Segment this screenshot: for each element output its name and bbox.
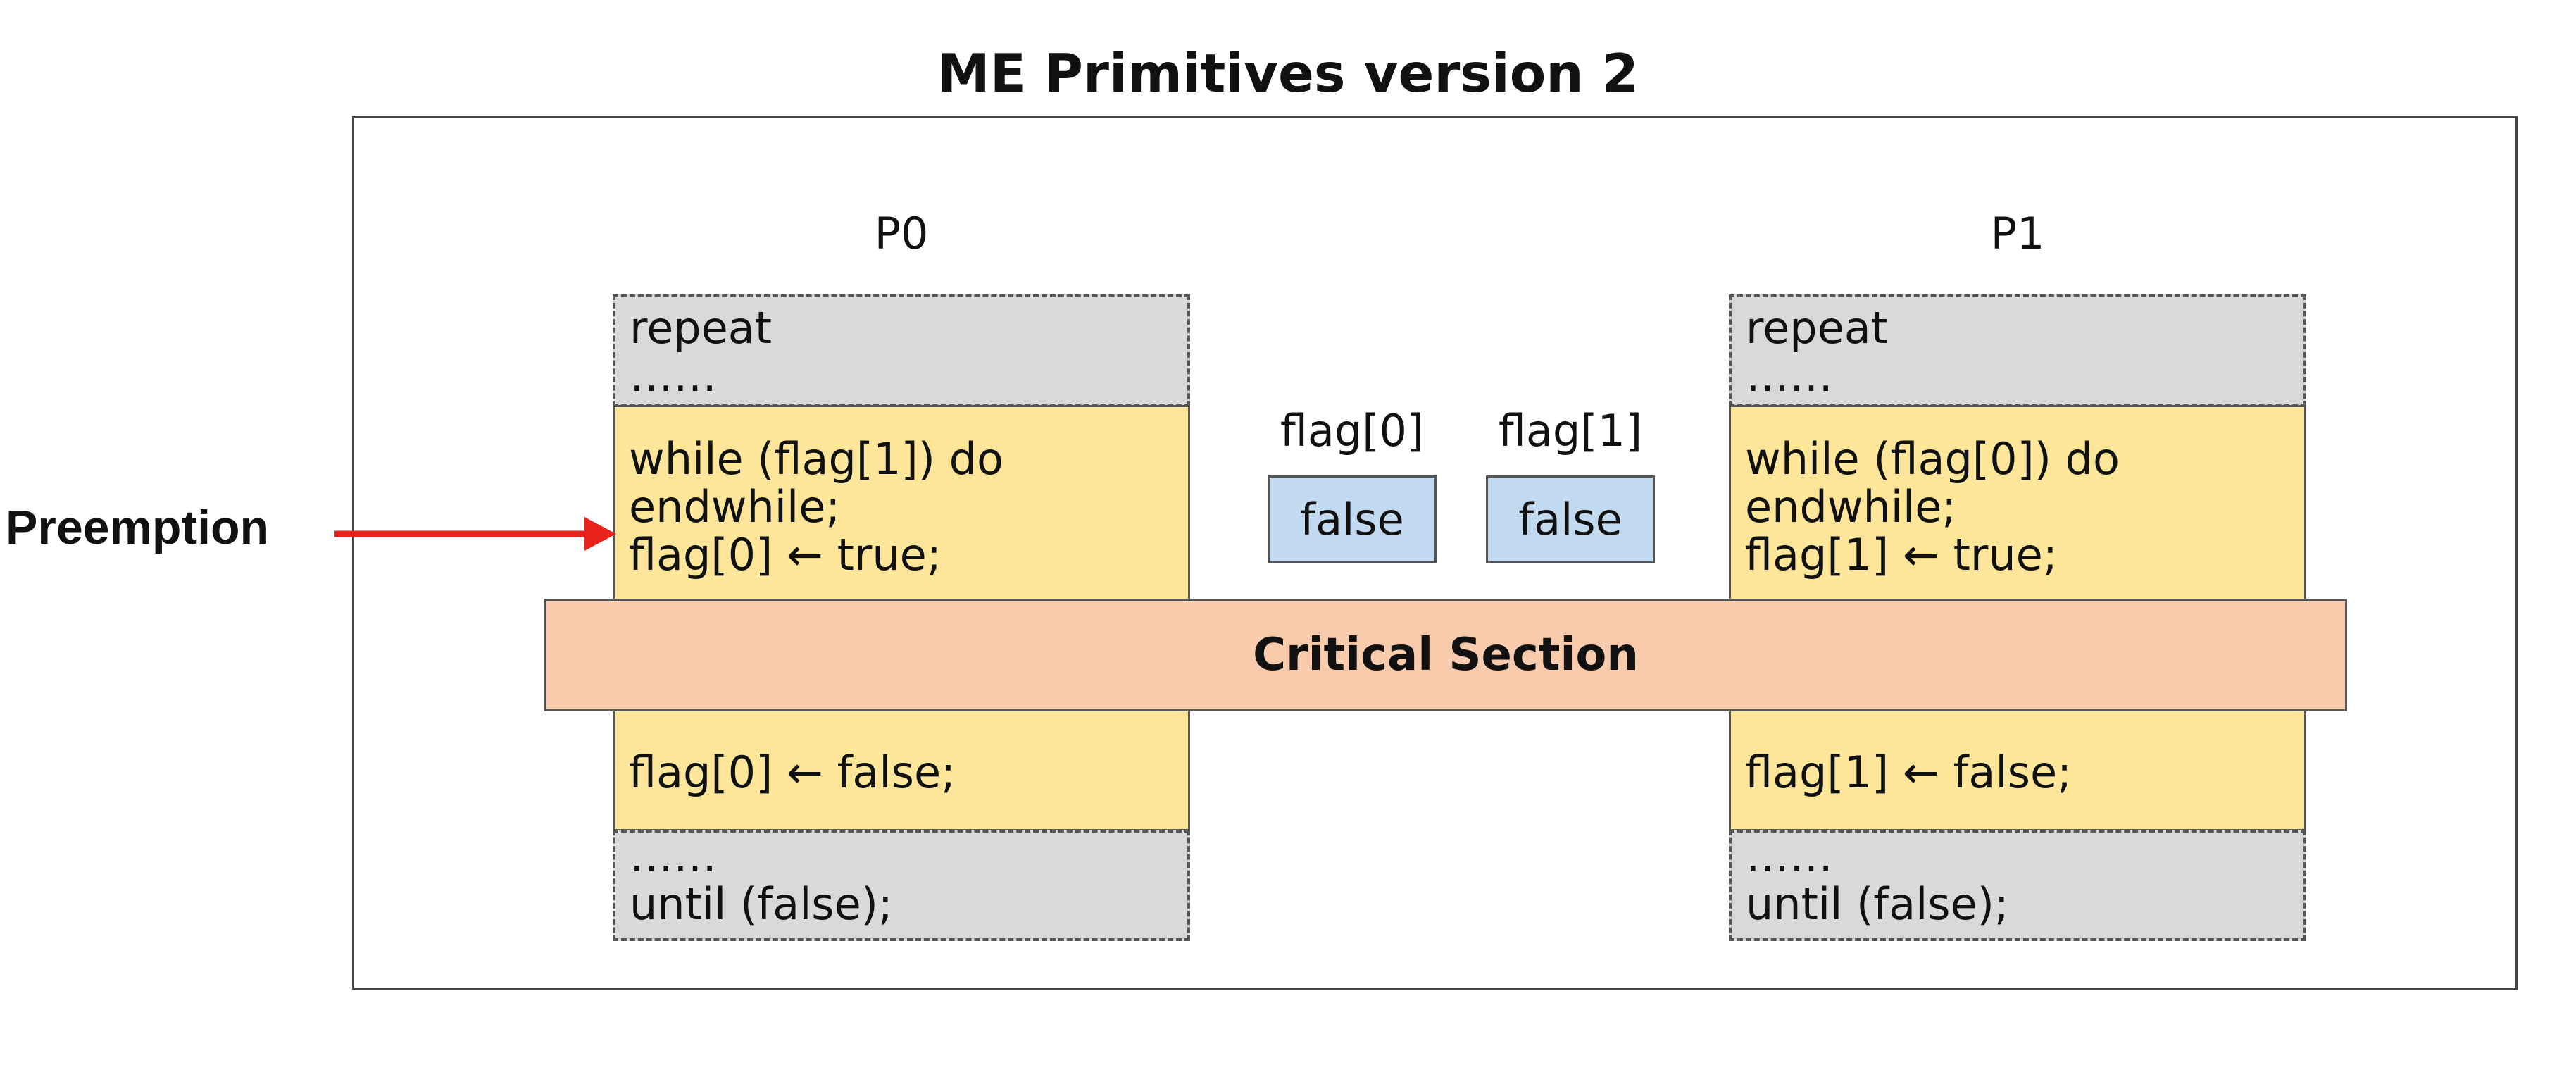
p1-entry-block: while (flag[0]) do endwhile; flag[1] ← t… [1729, 405, 2306, 602]
diagram-title: ME Primitives version 2 [937, 42, 1639, 104]
critical-section-bar: Critical Section [544, 599, 2347, 711]
p0-exit-line-1: flag[0] ← false; [629, 747, 956, 798]
process-p1-label: P1 [1990, 208, 2045, 259]
p1-top-line-1: repeat [1746, 302, 1889, 354]
p0-top-line-1: repeat [630, 302, 773, 354]
p1-entry-line-1: while (flag[0]) do [1745, 433, 2120, 485]
flag-0-label: flag[0] [1280, 405, 1425, 456]
p1-top-block: repeat …… [1729, 294, 2306, 407]
p1-top-line-2: …… [1746, 350, 1833, 401]
process-p0-label: P0 [874, 208, 929, 259]
p0-bottom-block: …… until (false); [613, 830, 1190, 941]
p1-bottom-line-2: until (false); [1746, 878, 2009, 930]
p0-entry-line-3: flag[0] ← true; [629, 529, 942, 580]
diagram-frame [352, 116, 2518, 990]
flag-1-label: flag[1] [1498, 405, 1643, 456]
flag-0-value-box: false [1268, 475, 1437, 563]
p1-entry-line-2: endwhile; [1745, 481, 1957, 532]
p1-bottom-block: …… until (false); [1729, 830, 2306, 941]
p0-bottom-line-2: until (false); [630, 878, 893, 930]
p1-exit-line-1: flag[1] ← false; [1745, 747, 2072, 798]
p1-entry-line-3: flag[1] ← true; [1745, 529, 2058, 580]
preemption-label: Preemption [6, 501, 270, 554]
p0-exit-block: flag[0] ← false; [613, 708, 1190, 831]
p0-entry-line-2: endwhile; [629, 481, 841, 532]
p0-entry-block: while (flag[1]) do endwhile; flag[0] ← t… [613, 405, 1190, 602]
p0-top-line-2: …… [630, 350, 717, 401]
flag-1-value-box: false [1486, 475, 1655, 563]
p0-entry-line-1: while (flag[1]) do [629, 433, 1003, 485]
p0-bottom-line-1: …… [630, 830, 717, 882]
p1-bottom-line-1: …… [1746, 830, 1833, 882]
